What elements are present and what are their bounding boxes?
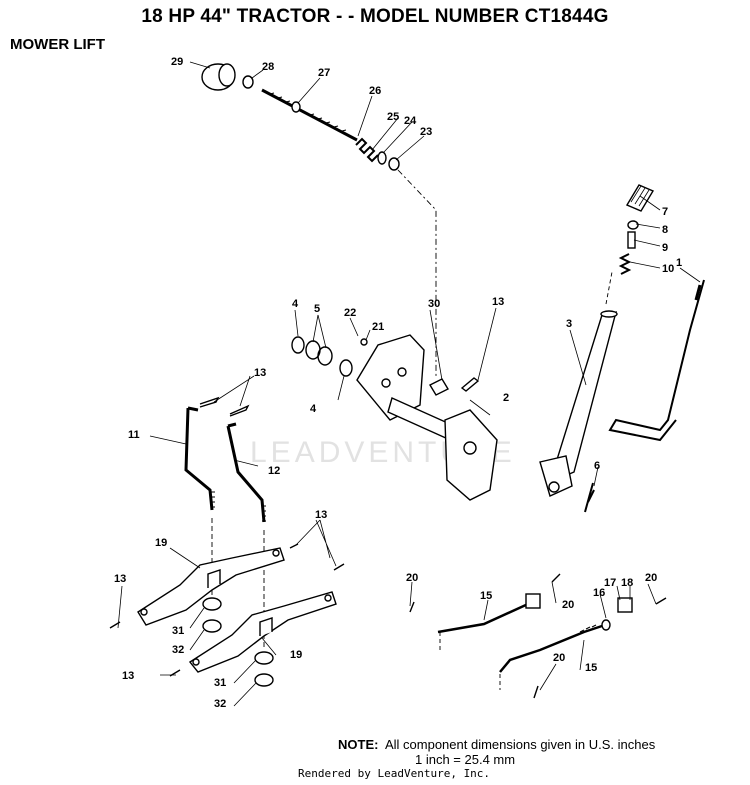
callout-11: 11: [128, 429, 140, 441]
nut-part: [202, 597, 274, 687]
callout-8: 8: [662, 224, 668, 236]
retaining-ring-part: [339, 359, 353, 377]
callout-19: 19: [155, 537, 167, 549]
knob-part: [201, 63, 236, 91]
callout-3: 3: [566, 318, 572, 330]
spring-part: [355, 137, 379, 163]
callout-31b: 31: [214, 677, 226, 689]
bolt-part: [587, 489, 595, 503]
callout-1: 1: [676, 257, 682, 269]
callout-30: 30: [428, 298, 440, 310]
lift-shaft-part: [356, 334, 498, 501]
callout-13d: 13: [114, 573, 126, 585]
pin-part: [360, 338, 368, 346]
section-title: MOWER LIFT: [10, 36, 105, 53]
callout-21: 21: [372, 321, 384, 333]
callout-20b: 20: [562, 599, 574, 611]
callout-28: 28: [262, 61, 274, 73]
callout-12: 12: [268, 465, 280, 477]
callout-32: 32: [172, 644, 184, 656]
callout-6: 6: [594, 460, 600, 472]
footer-credit: Rendered by LeadVenture, Inc.: [298, 767, 491, 780]
lift-link-part: [188, 591, 337, 673]
callout-13c: 13: [315, 509, 327, 521]
callout-18: 18: [621, 577, 633, 589]
callout-22: 22: [344, 307, 356, 319]
callout-9: 9: [662, 242, 668, 254]
hairpin-clip-part: [409, 573, 667, 699]
callout-15: 15: [480, 590, 492, 602]
callout-25: 25: [387, 111, 399, 123]
callout-7: 7: [662, 206, 668, 218]
callout-17: 17: [604, 577, 616, 589]
washer-part: [317, 346, 333, 366]
callout-27: 27: [318, 67, 330, 79]
note-line2: 1 inch = 25.4 mm: [415, 752, 516, 767]
callout-10: 10: [662, 263, 674, 275]
callout-13e: 13: [122, 670, 134, 682]
washer-part: [388, 157, 400, 171]
dimension-note: NOTE: All component dimensions given in …: [338, 737, 655, 767]
callout-29: 29: [171, 56, 183, 68]
callout-24: 24: [404, 115, 417, 127]
callout-26: 26: [369, 85, 381, 97]
note-label: NOTE:: [338, 737, 379, 752]
callout-31: 31: [172, 625, 184, 637]
callout-16: 16: [593, 587, 605, 599]
callout-labels: 29 28 27 26 25 24 23 7 8 9 10 1 3 4 5 22…: [114, 56, 682, 710]
page-title: 18 HP 44" TRACTOR - - MODEL NUMBER CT184…: [141, 6, 609, 27]
callout-2: 2: [503, 392, 509, 404]
callout-20c: 20: [645, 572, 657, 584]
hairpin-clip-part: [109, 543, 345, 677]
callout-13: 13: [492, 296, 504, 308]
callout-4: 4: [292, 298, 299, 310]
callout-20d: 20: [553, 652, 565, 664]
callout-15b: 15: [585, 662, 597, 674]
lift-link-part: [137, 547, 285, 626]
callout-19b: 19: [290, 649, 302, 661]
lift-lever-part: [539, 184, 655, 513]
adjustment-link-part: [437, 593, 633, 690]
washer-part: [242, 75, 254, 89]
callout-5: 5: [314, 303, 320, 315]
callout-20: 20: [406, 572, 418, 584]
lift-rod-part: [608, 279, 705, 442]
callout-23: 23: [420, 126, 432, 138]
callout-4b: 4: [310, 403, 317, 415]
callout-13b: 13: [254, 367, 266, 379]
threaded-rod-part: [261, 88, 358, 142]
note-line1: All component dimensions given in U.S. i…: [384, 737, 656, 752]
hairpin-clip-part: [199, 396, 250, 417]
callout-32b: 32: [214, 698, 226, 710]
hairpin-clip-part: [460, 377, 480, 392]
washer-part: [377, 151, 387, 165]
retaining-ring-part: [291, 336, 305, 354]
